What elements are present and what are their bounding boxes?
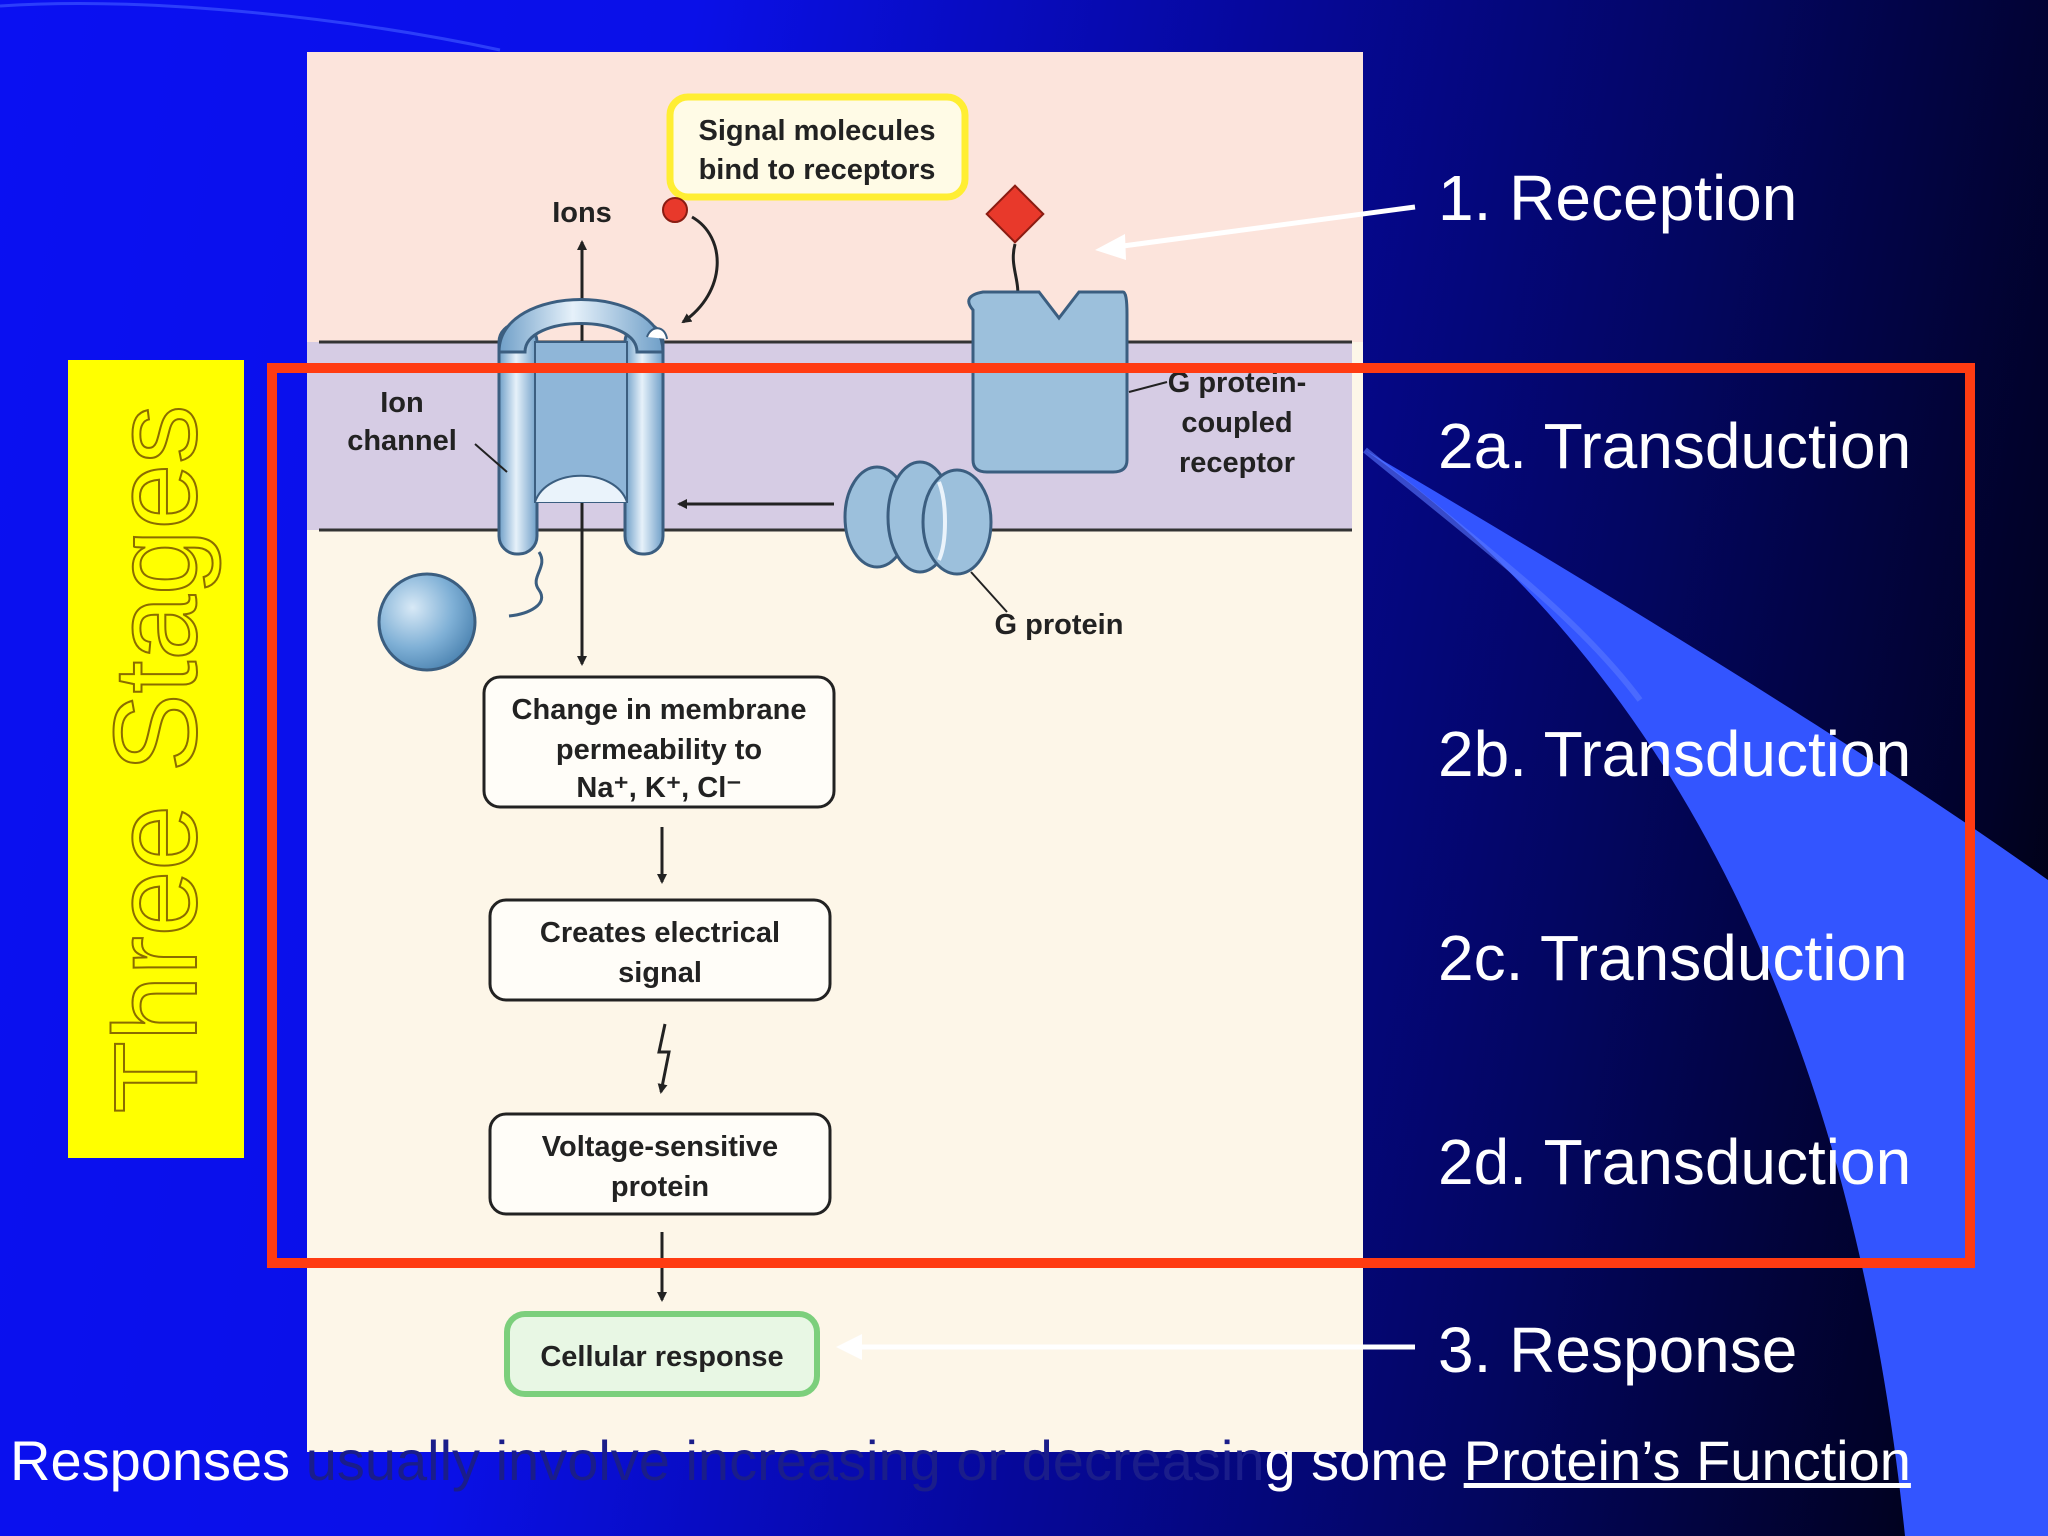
footer-lead: Responses (10, 1429, 291, 1492)
electrical-line2: signal (618, 957, 702, 989)
stage-transduction-d: 2d. Transduction (1438, 1126, 1912, 1198)
stage-transduction-c: 2c. Transduction (1438, 922, 1908, 994)
gpcr-label-line1: G protein- (1168, 367, 1307, 399)
footer-link: Protein’s Function (1463, 1429, 1911, 1492)
stage-transduction-a: 2a. Transduction (1438, 410, 1912, 482)
cellular-response-box (504, 1311, 820, 1397)
curved-arrow-to-channel (681, 215, 719, 324)
stage-reception: 1. Reception (1438, 162, 1798, 234)
ion-channel-label-line2: channel (347, 425, 457, 457)
footer-sentence: Responses usually involve increasing or … (10, 1428, 2040, 1493)
footer-obscured: usually involve increasing or decreasin (290, 1429, 1265, 1492)
g-protein-icon (843, 460, 993, 576)
stage-response: 3. Response (1438, 1314, 1798, 1386)
voltage-line2: protein (611, 1171, 709, 1203)
gpcr-label-line2: coupled (1181, 407, 1292, 439)
cellular-response-label: Cellular response (540, 1341, 783, 1373)
permeability-line3: Na⁺, K⁺, Cl⁻ (576, 772, 741, 804)
permeability-line2: permeability to (556, 734, 762, 766)
g-protein-label: G protein (995, 609, 1124, 641)
electrical-line1: Creates electrical (540, 917, 780, 949)
gpcr-receptor-icon (967, 290, 1129, 474)
signal-transduction-figure: Signal molecules bind to receptors Ions … (307, 52, 1363, 1452)
signal-callout-box (666, 93, 969, 201)
gpcr-label-line3: receptor (1179, 447, 1295, 479)
permeability-line1: Change in membrane (512, 694, 807, 726)
signal-callout-line1: Signal molecules (699, 115, 936, 147)
side-title: Three Stages (89, 404, 223, 1114)
footer-tail: g some (1264, 1429, 1464, 1492)
receptor-ligand-icon (985, 184, 1045, 244)
three-stages-label: Three Stages (68, 360, 244, 1158)
voltage-line1: Voltage-sensitive (542, 1131, 778, 1163)
stage-transduction-b: 2b. Transduction (1438, 718, 1912, 790)
channel-gate-ball-icon (377, 572, 477, 672)
ions-label: Ions (552, 197, 612, 229)
ion-channel-label-line1: Ion (380, 387, 424, 419)
ion-ligand-icon (662, 197, 688, 223)
signal-callout-line2: bind to receptors (699, 154, 936, 186)
